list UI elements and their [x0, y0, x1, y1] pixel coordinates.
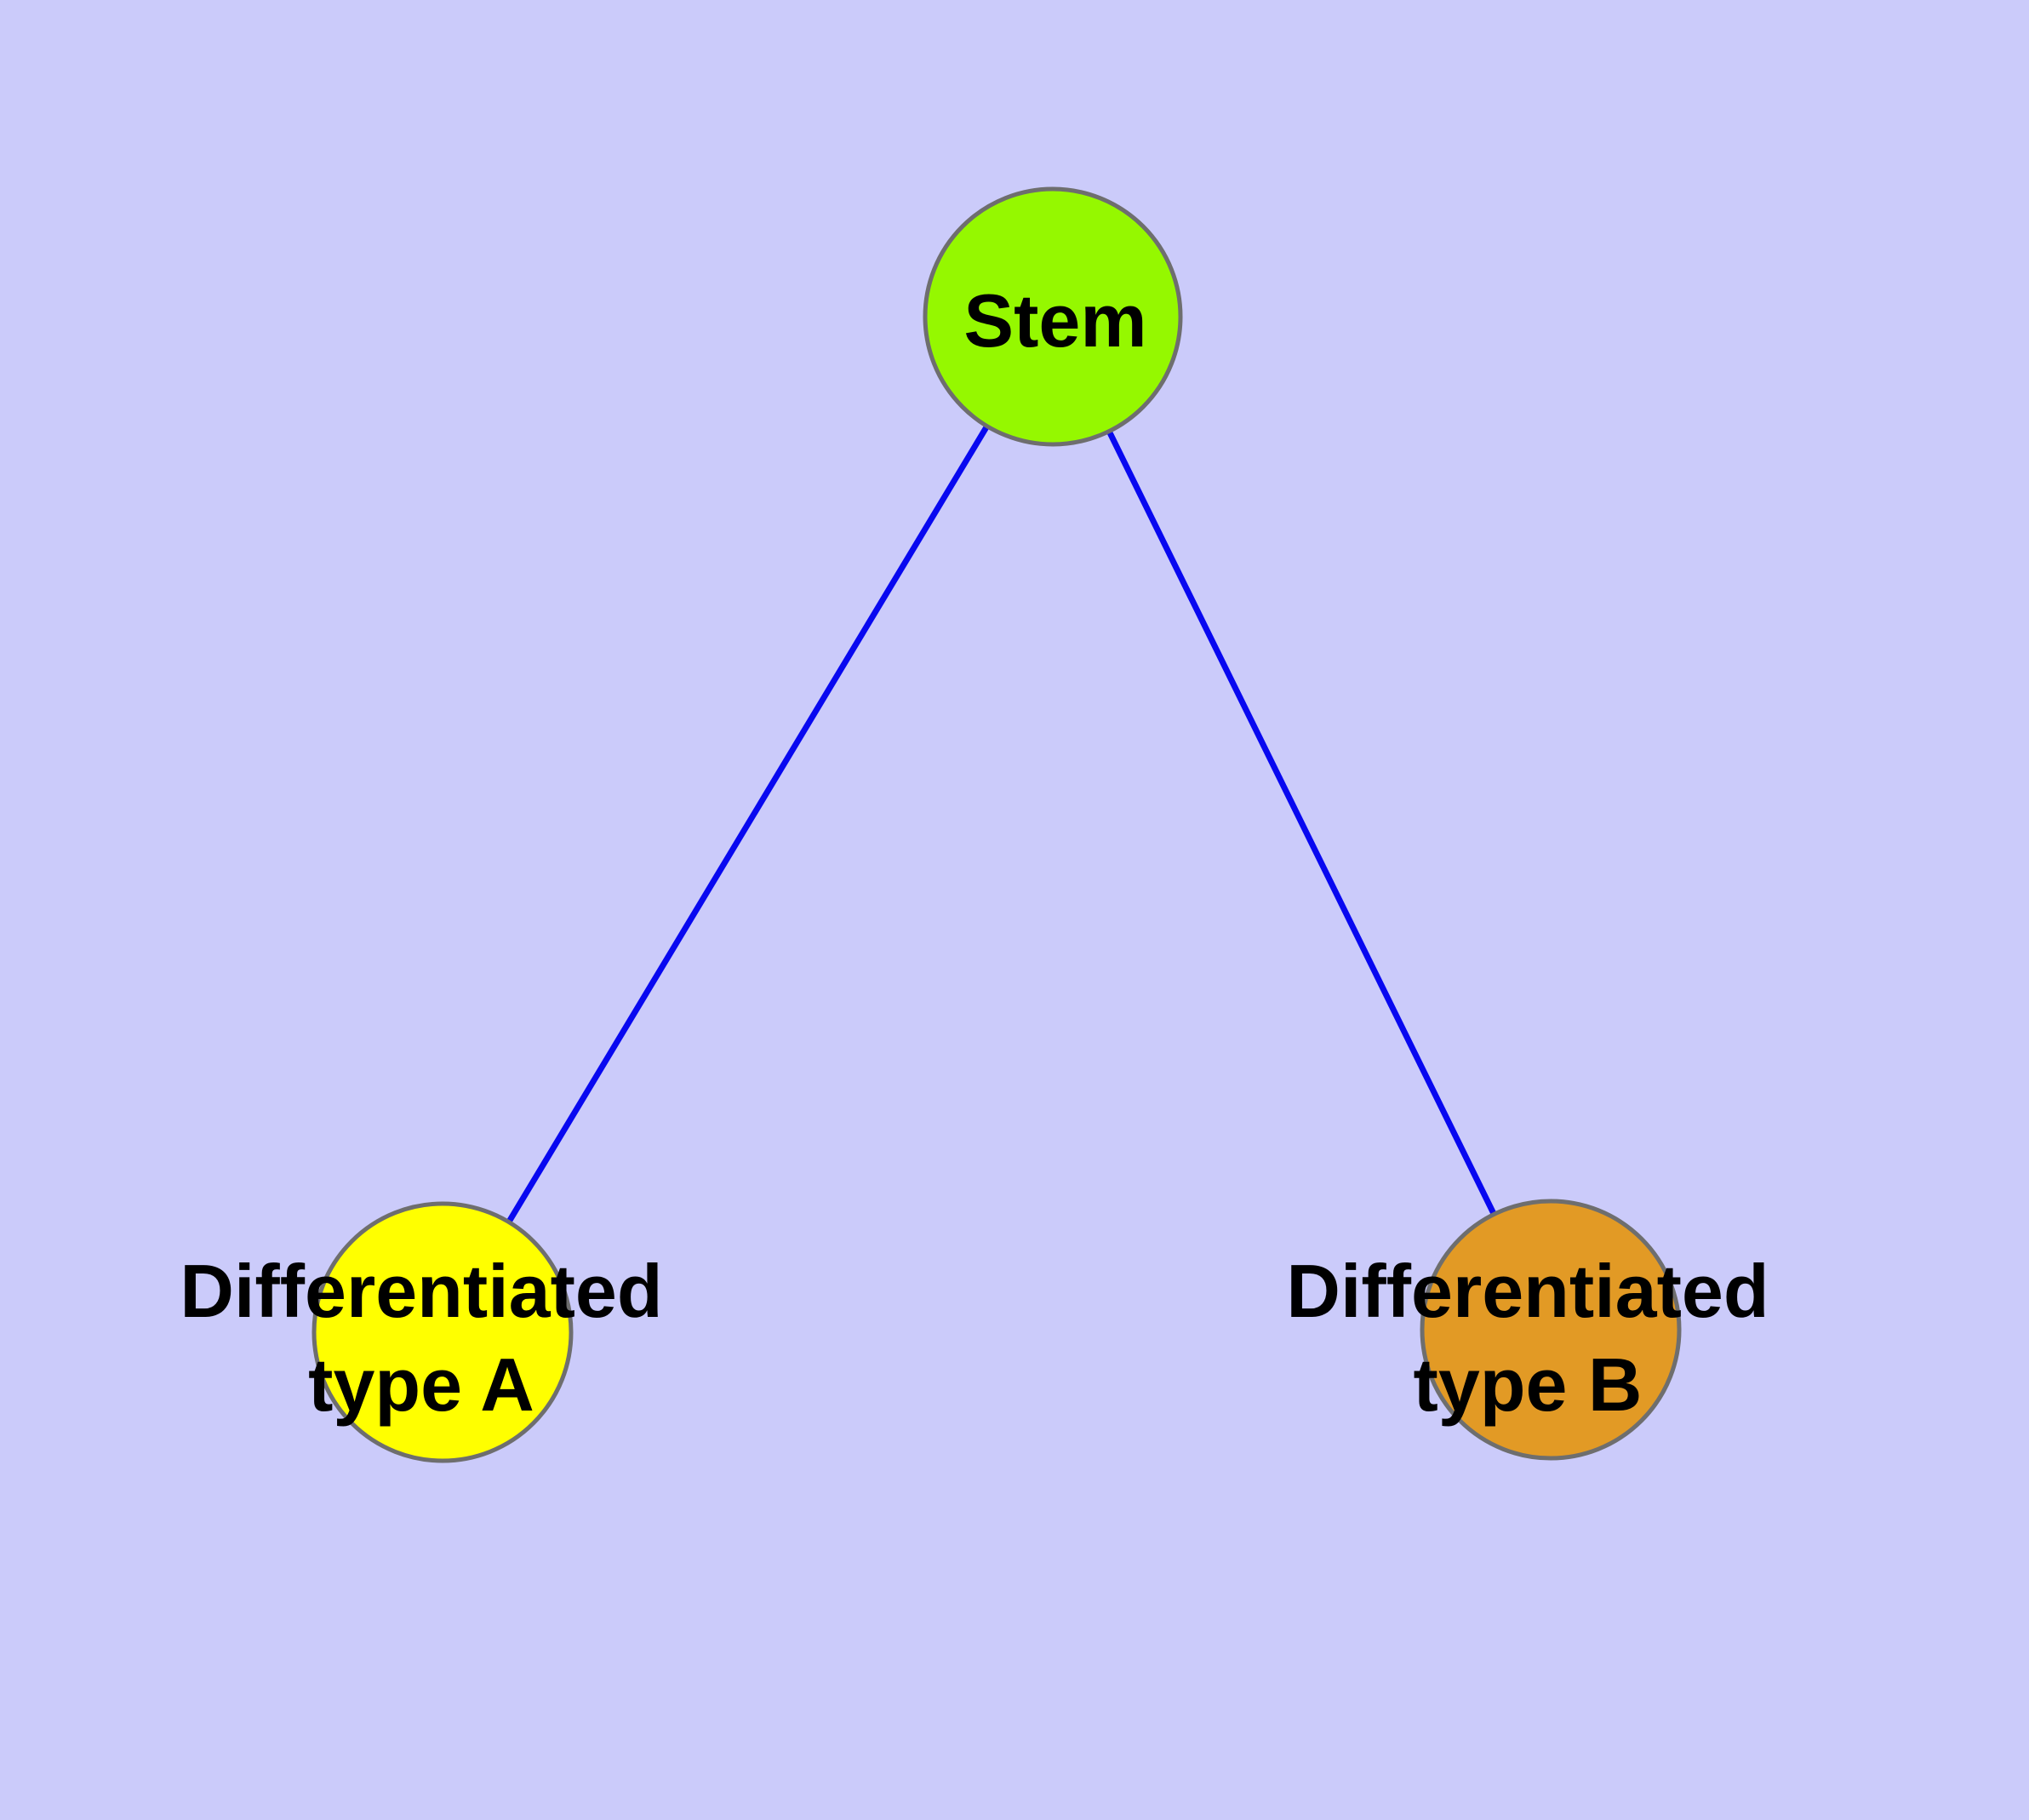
- node-typeA-circle: [311, 1201, 574, 1463]
- node-stem-label: Stem: [963, 274, 1146, 368]
- edge-stem-to-typeA: [440, 315, 1055, 1334]
- node-typeB-label-line2: type B: [1413, 1342, 1643, 1427]
- node-stem-circle: [923, 186, 1183, 447]
- node-typeB-label-line1: Differentiated: [1286, 1249, 1769, 1333]
- node-typeA-label-line2: type A: [308, 1342, 534, 1427]
- node-typeB-label: Differentiated type B: [1286, 1245, 1769, 1432]
- node-stem-label-line1: Stem: [963, 278, 1147, 363]
- edge-stem-to-typeB: [1049, 315, 1554, 1331]
- node-typeB-circle: [1420, 1199, 1682, 1461]
- node-typeA-label: Differentiated type A: [180, 1245, 662, 1432]
- node-typeA-label-line1: Differentiated: [180, 1249, 663, 1333]
